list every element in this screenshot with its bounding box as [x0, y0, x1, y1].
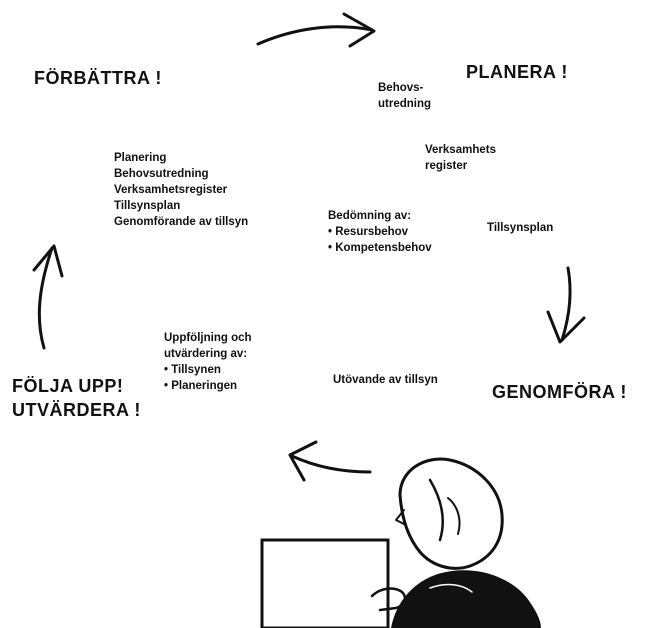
plan-assessment-block: Bedömning av: • Resursbehov • Kompetensb…	[328, 208, 432, 256]
plan-register-line2: register	[425, 160, 468, 172]
follow-up-item: • Planeringen	[164, 380, 238, 392]
person-at-computer-illustration	[260, 457, 541, 628]
stage-label-plan: PLANERA !	[466, 62, 568, 82]
person-body	[391, 570, 541, 628]
arrow-plan-to-execute	[546, 266, 586, 344]
plan-assessment-heading: Bedömning av:	[328, 210, 412, 222]
person-head	[398, 457, 504, 570]
improve-note-item: Tillsynsplan	[114, 200, 181, 212]
improve-notes-list: Planering Behovsutredning Verksamhetsreg…	[114, 150, 248, 230]
computer-screen	[260, 538, 390, 628]
stage-label-follow-up-line1: FÖLJA UPP!	[12, 376, 124, 396]
plan-activity-register: Verksamhets register	[425, 142, 496, 174]
plan-needs-assessment: Behovs- utredning	[378, 80, 431, 112]
follow-up-heading-line2: utvärdering av:	[164, 348, 248, 360]
plan-assessment-item: • Kompetensbehov	[328, 242, 432, 254]
improve-note-item: Planering	[114, 152, 167, 164]
stage-label-improve: FÖRBÄTTRA !	[34, 68, 162, 88]
plan-needs-line2: utredning	[378, 98, 432, 110]
execute-note: Utövande av tillsyn	[333, 374, 438, 386]
plan-needs-line1: Behovs-	[378, 82, 424, 94]
plan-register-line1: Verksamhets	[425, 144, 496, 156]
stage-label-follow-up-line2: UTVÄRDERA !	[12, 400, 141, 420]
improve-note-item: Behovsutredning	[114, 168, 209, 180]
improve-note-item: Verksamhetsregister	[114, 184, 228, 196]
plan-assessment-item: • Resursbehov	[328, 226, 409, 238]
arrow-follow-up-to-improve	[32, 244, 64, 350]
arrow-improve-to-plan	[256, 12, 376, 48]
follow-up-notes: Uppföljning och utvärdering av: • Tillsy…	[164, 330, 252, 394]
arrow-execute-to-follow-up	[288, 440, 372, 482]
improve-note-item: Genomförande av tillsyn	[114, 216, 249, 228]
plan-supervision-plan: Tillsynsplan	[487, 222, 554, 234]
stage-label-execute: GENOMFÖRA !	[492, 382, 627, 402]
stage-label-follow-up: FÖLJA UPP! UTVÄRDERA !	[12, 374, 141, 422]
follow-up-item: • Tillsynen	[164, 364, 221, 376]
follow-up-heading-line1: Uppföljning och	[164, 332, 252, 344]
